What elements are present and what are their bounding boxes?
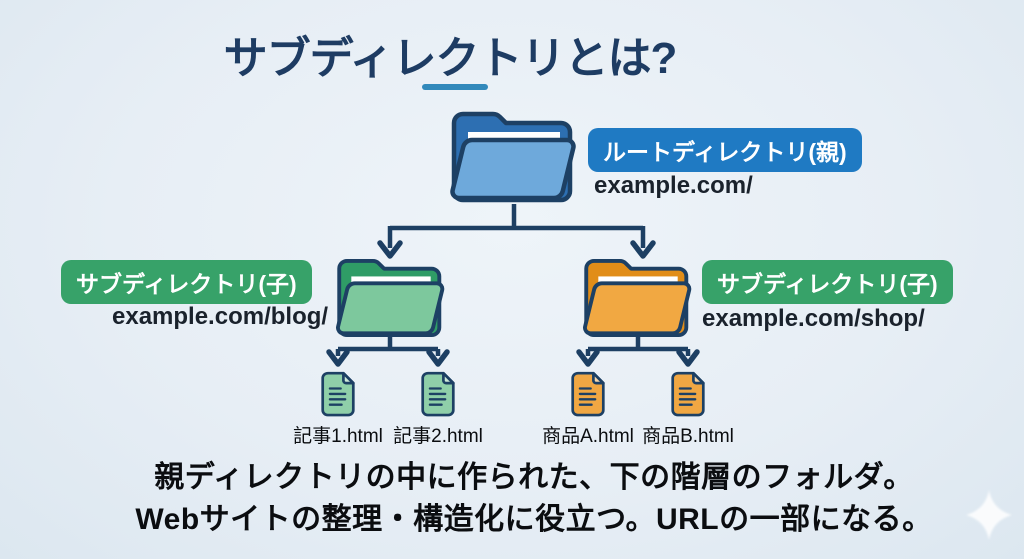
page-title: サブディレクトリとは? [223,34,678,83]
footer-summary: 親ディレクトリの中に作られた、下の階層のフォルダ。 Webサイトの整理・構造化に… [135,457,932,541]
shop-folder-icon [583,258,692,338]
root-directory-badge: ルートディレクトリ(親) [588,128,862,172]
file-label: 記事1.html [293,426,383,447]
file-label: 商品B.html [642,426,734,447]
document-icon [571,371,605,417]
subdirectory-shop-url: example.com/shop/ [702,305,925,332]
sparkle-icon [966,490,1012,540]
root-directory-url: example.com/ [594,172,753,199]
subdirectory-blog-badge: サブディレクトリ(子) [61,260,312,304]
file-item: 記事2.html [383,370,493,448]
file-item: 記事1.html [283,370,393,448]
footer-line-1: 親ディレクトリの中に作られた、下の階層のフォルダ。 [154,461,914,494]
title-underline [422,84,488,90]
file-item: 商品B.html [633,370,743,448]
file-label: 商品A.html [542,426,634,447]
document-icon [421,371,455,417]
root-folder-icon [450,111,576,203]
subdirectory-blog-url: example.com/blog/ [112,303,329,330]
file-item: 商品A.html [533,370,643,448]
blog-folder-icon [336,258,445,338]
document-icon [321,371,355,417]
document-icon [671,371,705,417]
footer-line-2: Webサイトの整理・構造化に役立つ。URLの一部になる。 [135,503,933,536]
subdirectory-shop-badge: サブディレクトリ(子) [702,260,953,304]
file-label: 記事2.html [393,426,483,447]
